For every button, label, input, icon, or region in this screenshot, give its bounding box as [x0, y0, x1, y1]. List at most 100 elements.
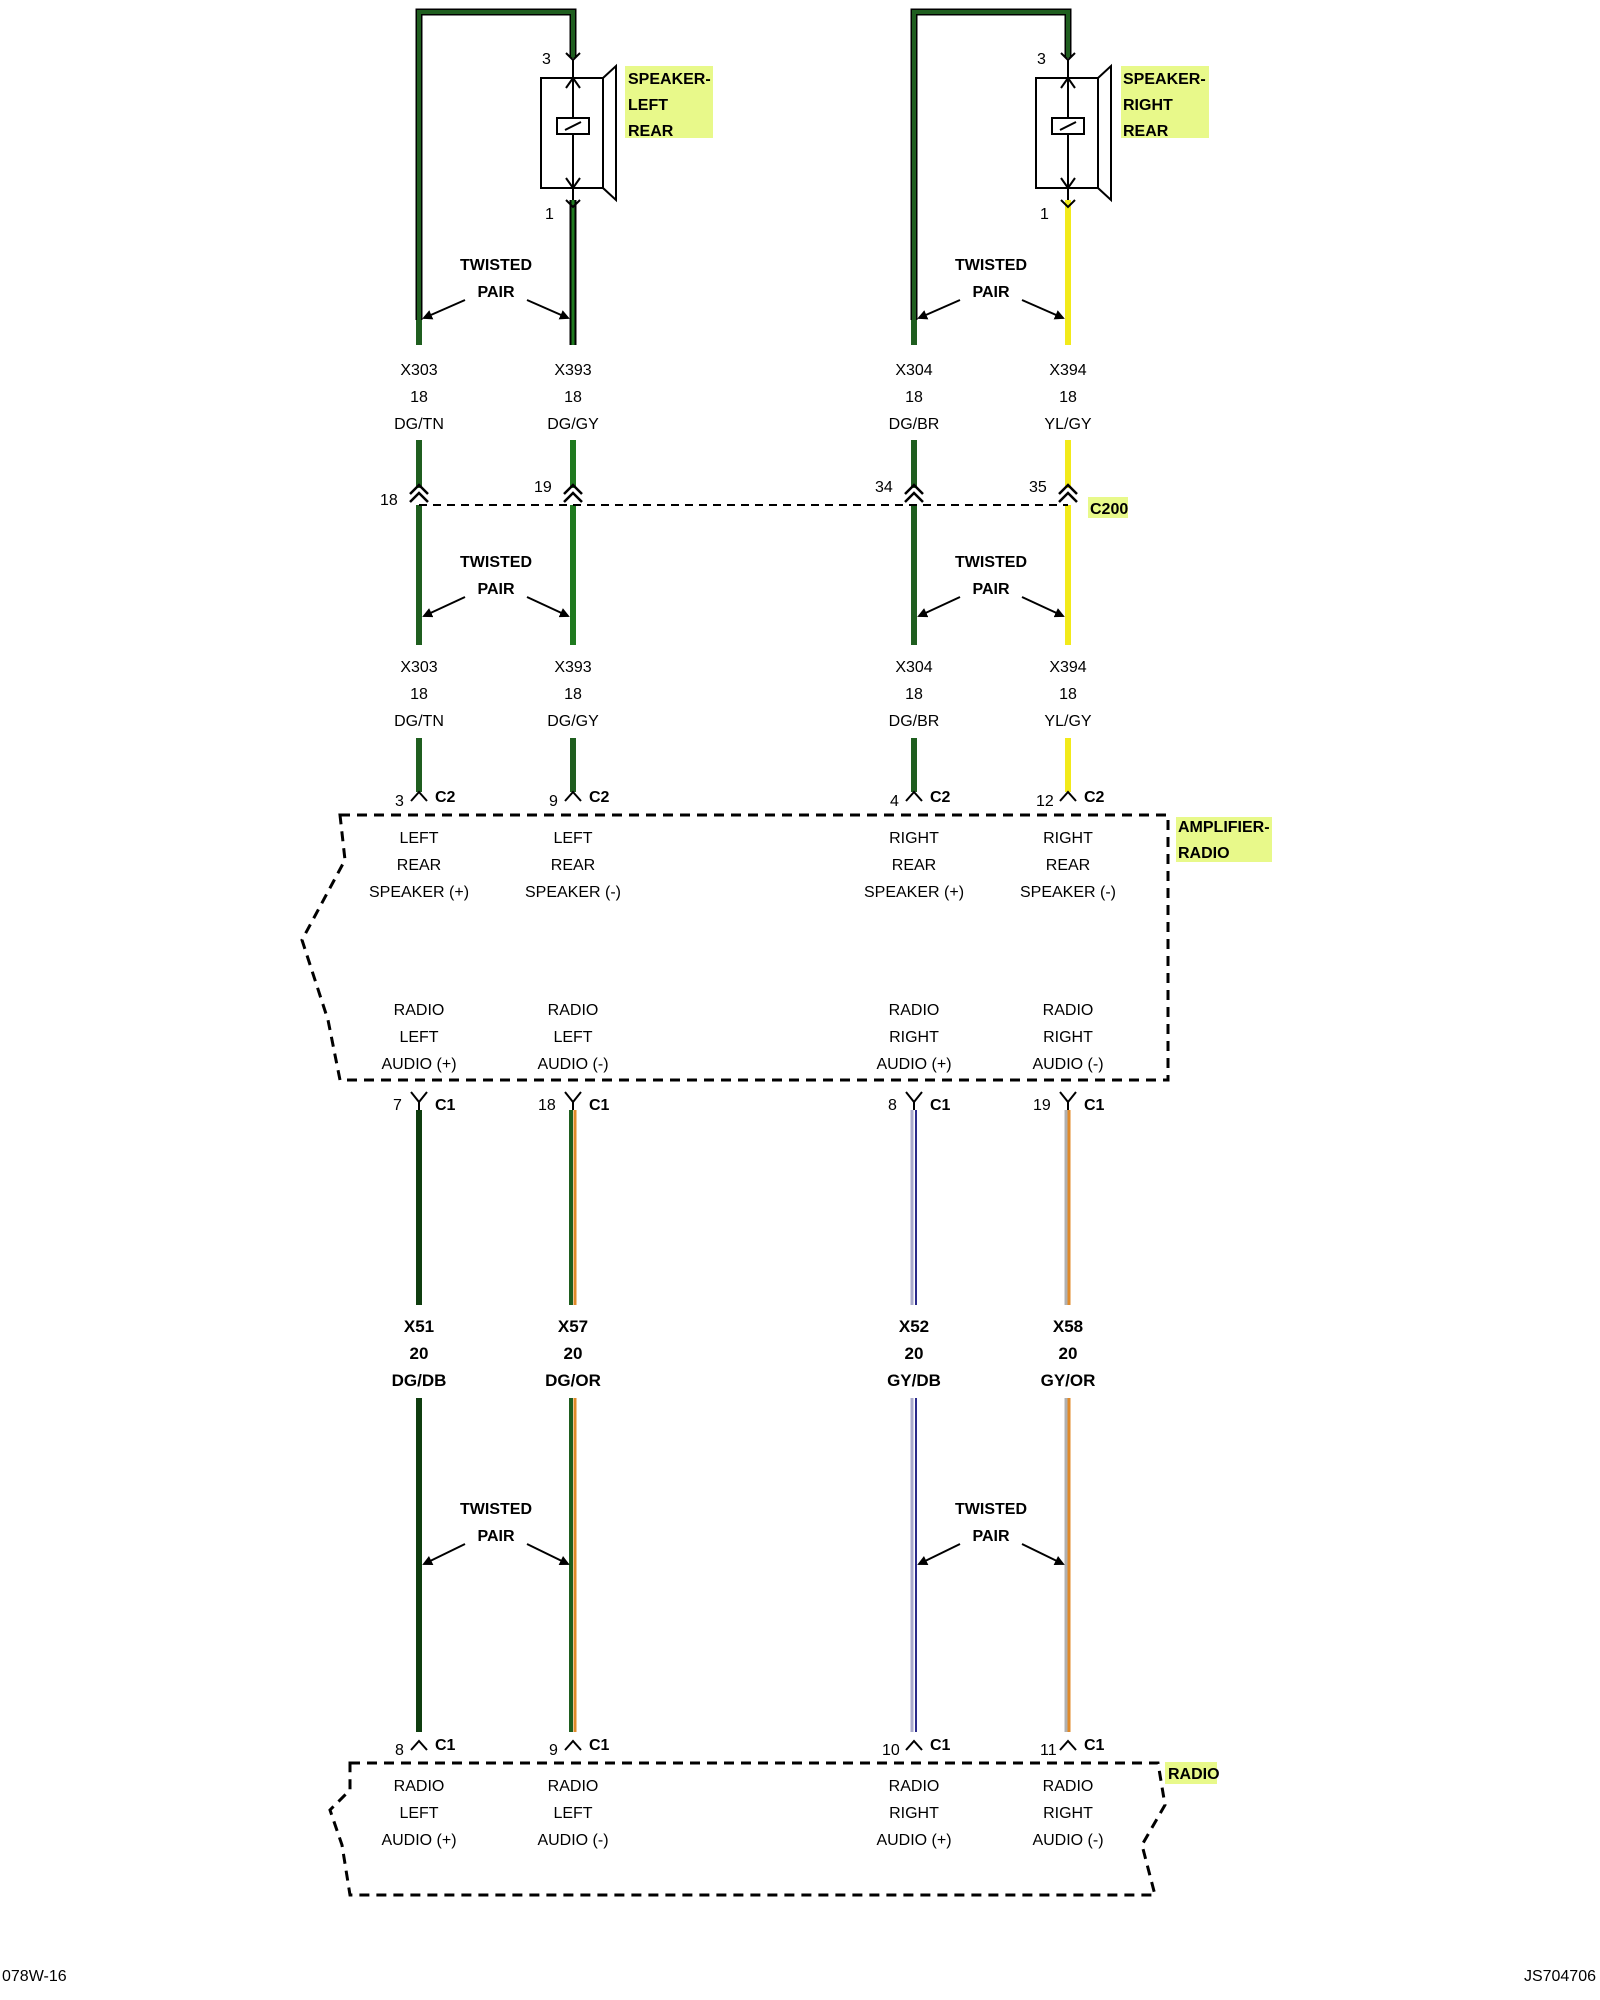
wire-label-x394-mid: X394 18 YL/GY — [1044, 659, 1091, 730]
c200-pin-34: 34 — [875, 479, 893, 496]
twisted-pair-label-line-2: PAIR — [972, 1528, 1009, 1545]
radio-label-right-audio-minus: RADIO RIGHT AUDIO (-) — [1032, 1778, 1103, 1849]
twisted-pair-arrow-right — [526, 1543, 570, 1565]
amp-c2-connector: C2 — [1084, 789, 1105, 806]
wire-gauge: 20 — [410, 1344, 429, 1363]
pin-function-line: RADIO — [1043, 1002, 1094, 1019]
twisted-pair-arrow-right — [1021, 596, 1065, 618]
amp-label-radio-left-audio-plus: RADIO LEFT AUDIO (+) — [381, 1002, 456, 1073]
amp-label-right-rear-speaker-minus: RIGHT REAR SPEAKER (-) — [1020, 830, 1116, 901]
wire-gauge: 18 — [905, 389, 923, 406]
amp-label-radio-right-audio-minus: RADIO RIGHT AUDIO (-) — [1032, 1002, 1103, 1073]
wire-gauge: 18 — [564, 686, 582, 703]
radio-c1-connector: C1 — [930, 1737, 951, 1754]
circuit-id: X52 — [899, 1317, 929, 1336]
wire-color: DG/TN — [394, 416, 444, 433]
footer-figure-code: 078W-16 — [2, 1968, 67, 1985]
wire-gauge: 18 — [564, 389, 582, 406]
c200-pin-18: 18 — [380, 492, 398, 509]
wire-label-x58: X58 20 GY/OR — [1041, 1317, 1096, 1390]
amp-label-left-rear-speaker-plus: LEFT REAR SPEAKER (+) — [369, 830, 469, 901]
wire-label-x304-mid: X304 18 DG/BR — [889, 659, 940, 730]
amplifier-radio-box — [300, 813, 1170, 1082]
amp-c1-connector: C1 — [435, 1097, 456, 1114]
pin-function-line: AUDIO (+) — [381, 1832, 456, 1849]
wire-x58-lower — [1064, 1398, 1071, 1732]
pin-function-line: RADIO — [394, 1778, 445, 1795]
wire-color: GY/DB — [887, 1371, 941, 1390]
wire-label-x303-mid: X303 18 DG/TN — [394, 659, 444, 730]
pin-function-line: AUDIO (-) — [537, 1832, 608, 1849]
wire-color: YL/GY — [1044, 416, 1091, 433]
pin-function-line: REAR — [397, 857, 441, 874]
amp-label-right-rear-speaker-plus: RIGHT REAR SPEAKER (+) — [864, 830, 964, 901]
wire-x52-lower — [910, 1398, 917, 1732]
twisted-pair-arrow-right — [526, 299, 570, 320]
twisted-pair-arrow-left — [422, 596, 466, 618]
amp-c1-connector: C1 — [930, 1097, 951, 1114]
twisted-pair-arrow-left — [917, 1543, 961, 1565]
wire-color: DG/GY — [547, 416, 599, 433]
amp-c2-pin-9: 9 — [549, 793, 558, 810]
twisted-pair-label-line-1: TWISTED — [955, 554, 1027, 571]
wire-label-x52: X52 20 GY/DB — [887, 1317, 941, 1390]
pin-function-line: REAR — [551, 857, 595, 874]
twisted-pair-label-line-2: PAIR — [477, 581, 514, 598]
speaker-left-label-highlight — [625, 66, 713, 138]
pin-function-line: REAR — [1046, 857, 1090, 874]
amplifier-label-highlight — [1176, 817, 1272, 862]
twisted-pair-arrow-left — [422, 1543, 466, 1565]
amp-label-left-rear-speaker-minus: LEFT REAR SPEAKER (-) — [525, 830, 621, 901]
amp-c2-pin-4: 4 — [890, 793, 899, 810]
wire-gauge: 20 — [564, 1344, 583, 1363]
wire-color: GY/OR — [1041, 1371, 1096, 1390]
speaker-left-rear-symbol — [540, 52, 617, 209]
radio-c1-pin-11: 11 — [1040, 1742, 1057, 1759]
amp-c1-pin-7: 7 — [393, 1097, 402, 1114]
amp-c2-connector: C2 — [930, 789, 951, 806]
twisted-pair-label-line-1: TWISTED — [460, 1501, 532, 1518]
pin-function-line: AUDIO (-) — [1032, 1832, 1103, 1849]
pin-function-line: RADIO — [889, 1002, 940, 1019]
pin-function-line: AUDIO (-) — [537, 1056, 608, 1073]
wire-label-x51: X51 20 DG/DB — [392, 1317, 447, 1390]
circuit-id: X51 — [404, 1317, 434, 1336]
pin-function-line: AUDIO (+) — [876, 1832, 951, 1849]
amp-c1-pin-18: 18 — [538, 1097, 556, 1114]
wire-label-x303-top: X303 18 DG/TN — [394, 362, 444, 433]
wire-color: DG/BR — [889, 416, 940, 433]
wire-x57-upper — [569, 1110, 577, 1305]
wire-color: DG/BR — [889, 713, 940, 730]
circuit-id: X303 — [400, 659, 437, 676]
twisted-pair-label-line-1: TWISTED — [955, 257, 1027, 274]
twisted-pair-label-line-2: PAIR — [972, 284, 1009, 301]
wire-gauge: 18 — [410, 686, 428, 703]
speaker-right-label-highlight — [1121, 66, 1209, 138]
c200-pin-35: 35 — [1029, 479, 1047, 496]
twisted-pair-arrow-left — [917, 299, 961, 320]
radio-box — [328, 1761, 1167, 1897]
pin-function-line: SPEAKER (-) — [525, 884, 621, 901]
circuit-id: X304 — [895, 659, 932, 676]
amp-c2-pin-symbols — [410, 790, 1077, 802]
radio-label-highlight — [1165, 1762, 1217, 1784]
radio-c1-pin-8: 8 — [395, 1742, 404, 1759]
pin-function-line: RADIO — [548, 1778, 599, 1795]
wire-color: DG/DB — [392, 1371, 447, 1390]
twisted-pair-label-line-2: PAIR — [477, 1528, 514, 1545]
radio-c1-connector: C1 — [1084, 1737, 1105, 1754]
radio-label-right-audio-plus: RADIO RIGHT AUDIO (+) — [876, 1778, 951, 1849]
radio-c1-pin-9: 9 — [549, 1742, 558, 1759]
pin-function-line: RADIO — [889, 1778, 940, 1795]
twisted-pair-label-line-1: TWISTED — [460, 257, 532, 274]
circuit-id: X393 — [554, 362, 591, 379]
twisted-pair-arrow-right — [1021, 1543, 1065, 1565]
wire-gauge: 18 — [410, 389, 428, 406]
amp-c1-pin-symbols — [410, 1091, 1077, 1110]
wire-label-x393-top: X393 18 DG/GY — [547, 362, 599, 433]
pin-function-line: RIGHT — [889, 1029, 939, 1046]
wire-gauge: 18 — [1059, 686, 1077, 703]
pin-function-line: RADIO — [394, 1002, 445, 1019]
circuit-id: X304 — [895, 362, 932, 379]
